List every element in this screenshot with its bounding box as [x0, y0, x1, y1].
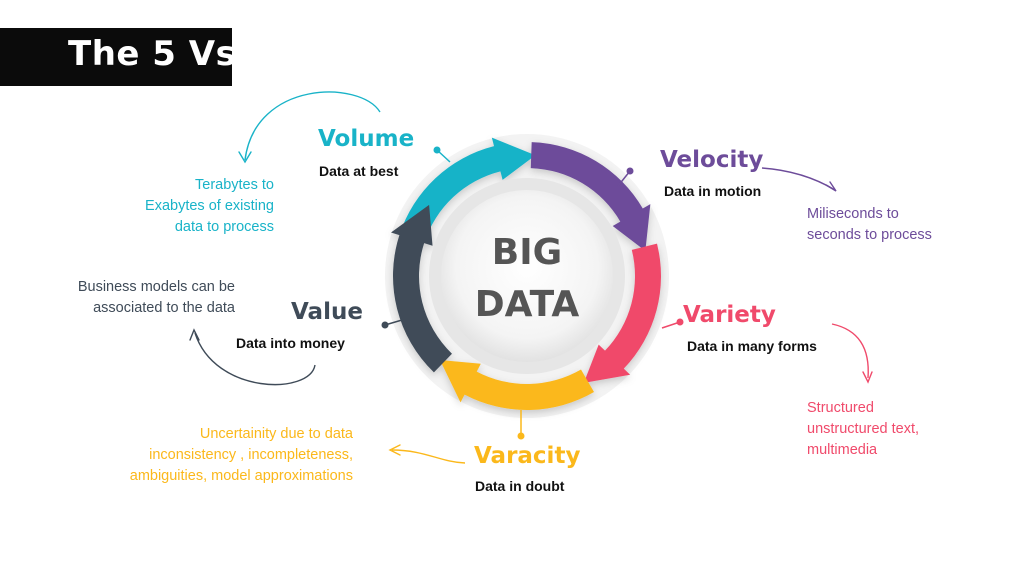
volume-connector-dot: [433, 146, 441, 154]
volume-pointer-arrow: [244, 91, 381, 161]
varacity-pointer-arrow: [391, 449, 466, 464]
varacity-desc-line: Uncertainity due to data: [199, 426, 353, 442]
velocity-subtitle: Data in motion: [664, 183, 762, 199]
core-label-data: DATA: [474, 284, 580, 325]
variety-desc-line: Structured: [807, 400, 874, 416]
varacity-connector-dot: [517, 432, 525, 440]
title-banner: [0, 28, 232, 86]
velocity-connector-dot: [626, 167, 634, 175]
value-heading: Value: [291, 299, 363, 325]
velocity-description: Miliseconds to seconds to process: [807, 204, 932, 246]
variety-heading: Variety: [683, 302, 776, 328]
varacity-desc-line: inconsistency , incompleteness,: [149, 447, 353, 463]
volume-desc-line: Exabytes of existing: [145, 198, 274, 214]
variety-arrow-segment: [583, 243, 662, 383]
variety-subtitle: Data in many forms: [687, 338, 817, 354]
velocity-arrow-segment: [530, 142, 651, 251]
varacity-subtitle: Data in doubt: [475, 478, 565, 494]
variety-desc-line: multimedia: [807, 442, 878, 458]
value-arrow-segment: [390, 204, 452, 373]
velocity-pointer-arrow: [761, 167, 836, 191]
core-inner-circle: [441, 190, 613, 362]
volume-desc-line: data to process: [174, 219, 274, 235]
volume-heading: Volume: [318, 126, 415, 152]
variety-pointer-arrow: [831, 323, 869, 379]
volume-arrow-segment: [399, 137, 536, 243]
value-pointer-arrow: [194, 332, 316, 386]
varacity-heading: Varacity: [474, 443, 581, 469]
varacity-arrow-segment: [439, 360, 594, 410]
variety-connector-dot: [676, 318, 684, 326]
value-desc-line: Business models can be: [77, 279, 235, 295]
velocity-heading: Velocity: [660, 147, 764, 173]
variety-desc-line: unstructured text,: [807, 421, 920, 437]
velocity-desc-line: Miliseconds to: [807, 206, 899, 222]
value-description: Business models can be associated to the…: [40, 277, 235, 319]
value-connector-dot: [381, 321, 389, 329]
value-desc-line: associated to the data: [93, 300, 235, 316]
velocity-pointer-arrowhead: [825, 181, 837, 192]
core-label-big: BIG: [491, 232, 563, 273]
connector-dots: [381, 146, 684, 440]
volume-pointer-arrowhead: [238, 151, 252, 164]
volume-subtitle: Data at best: [319, 163, 399, 179]
arrow-ring: [390, 137, 662, 410]
volume-desc-line: Terabytes to: [195, 177, 274, 193]
variety-pointer-arrowhead: [862, 371, 873, 384]
value-subtitle: Data into money: [236, 335, 345, 351]
volume-description: Terabytes to Exabytes of existing data t…: [110, 175, 274, 238]
value-pointer-arrowhead: [189, 328, 200, 341]
variety-description: Structured unstructured text, multimedia: [807, 398, 919, 461]
velocity-desc-line: seconds to process: [807, 227, 932, 243]
page-title: The 5 Vs: [68, 34, 237, 74]
varacity-desc-line: ambiguities, model approximations: [129, 468, 353, 484]
varacity-pointer-arrowhead: [388, 444, 401, 456]
varacity-description: Uncertainity due to data inconsistency ,…: [80, 424, 353, 487]
